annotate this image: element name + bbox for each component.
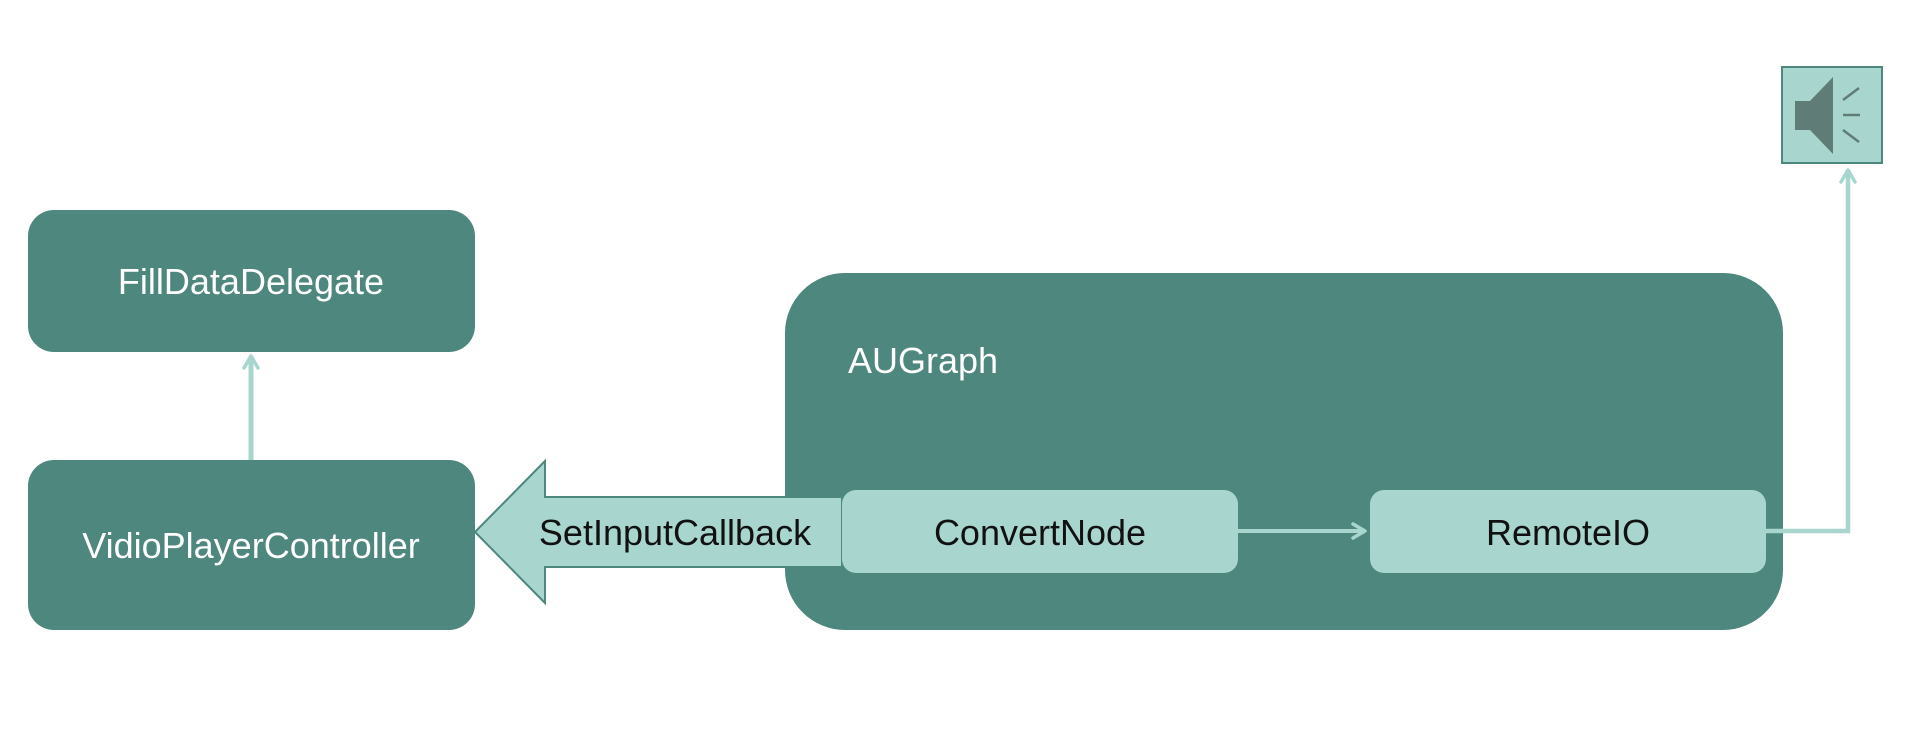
vidio-player-controller-label: VidioPlayerController <box>82 525 420 566</box>
speaker-icon <box>1795 77 1860 154</box>
vidio-player-controller-box <box>28 460 475 630</box>
arrow-remoteio-to-speaker <box>1766 168 1857 534</box>
vidio-player-controller-node[interactable]: VidioPlayerController <box>28 460 475 630</box>
fill-data-delegate-node[interactable]: FillDataDelegate <box>28 210 475 352</box>
augraph-container[interactable]: AUGraph <box>785 273 1783 630</box>
convert-node[interactable]: ConvertNode <box>842 490 1238 573</box>
speaker-node[interactable] <box>1781 66 1883 164</box>
remote-io-label: RemoteIO <box>1486 512 1650 553</box>
augraph-label: AUGraph <box>848 340 998 381</box>
augraph-box <box>785 273 1783 630</box>
convert-node-box <box>842 490 1238 573</box>
remote-io-node[interactable]: RemoteIO <box>1370 490 1766 573</box>
remote-io-box <box>1370 490 1766 573</box>
fill-data-delegate-label: FillDataDelegate <box>118 261 384 302</box>
convert-node-label: ConvertNode <box>934 512 1146 553</box>
fill-data-delegate-box <box>28 210 475 352</box>
callback-arrow-label: SetInputCallback <box>539 512 812 553</box>
